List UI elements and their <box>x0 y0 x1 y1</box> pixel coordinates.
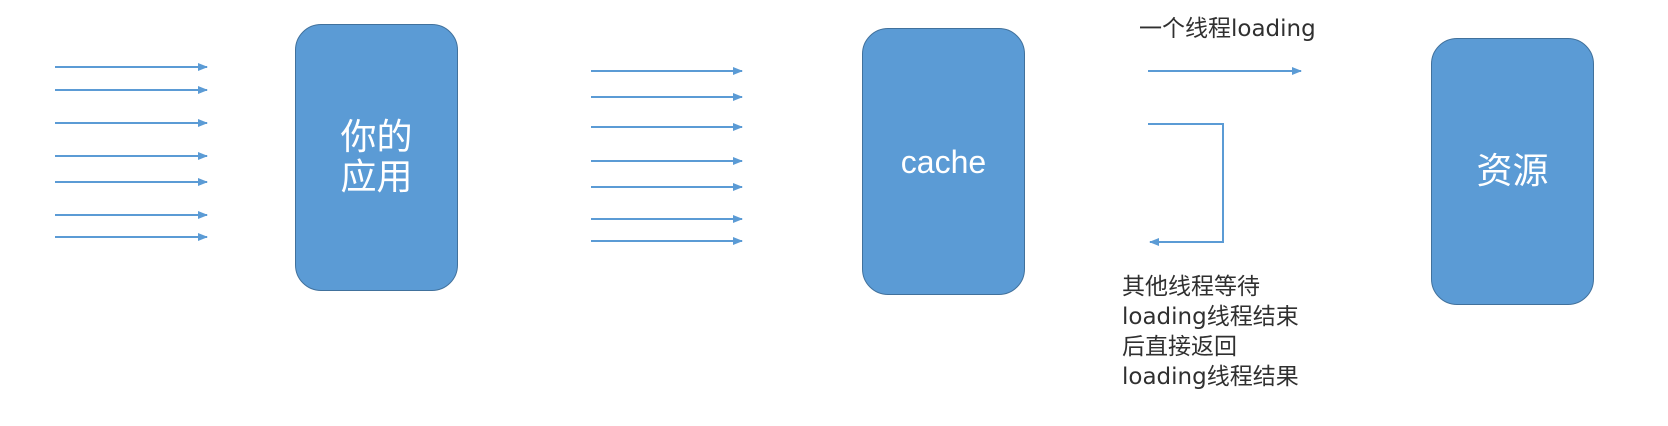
return-arrow <box>1148 123 1224 246</box>
app-box: 你的 应用 <box>295 24 458 291</box>
request-arrows-to-cache <box>591 67 743 245</box>
request-arrows-to-app <box>55 63 208 241</box>
waiting-note-line: 其他线程等待 <box>1122 274 1260 300</box>
waiting-note-line: loading线程结果 <box>1122 364 1299 390</box>
cache-box: cache <box>862 28 1025 295</box>
cache-box-label: cache <box>900 143 987 180</box>
loading-thread-note: 一个线程loading <box>1139 16 1316 42</box>
waiting-threads-note: 其他线程等待 loading线程结束 后直接返回 loading线程结果 <box>1122 272 1299 392</box>
app-box-label-line2: 应用 <box>340 156 413 198</box>
waiting-note-line: 后直接返回 <box>1122 334 1237 360</box>
waiting-note-line: loading线程结束 <box>1122 304 1299 330</box>
resource-box-label: 资源 <box>1476 150 1549 192</box>
resource-box: 资源 <box>1431 38 1594 305</box>
app-box-label-line1: 你的 <box>340 116 413 158</box>
app-box-label: 你的 应用 <box>340 116 413 198</box>
